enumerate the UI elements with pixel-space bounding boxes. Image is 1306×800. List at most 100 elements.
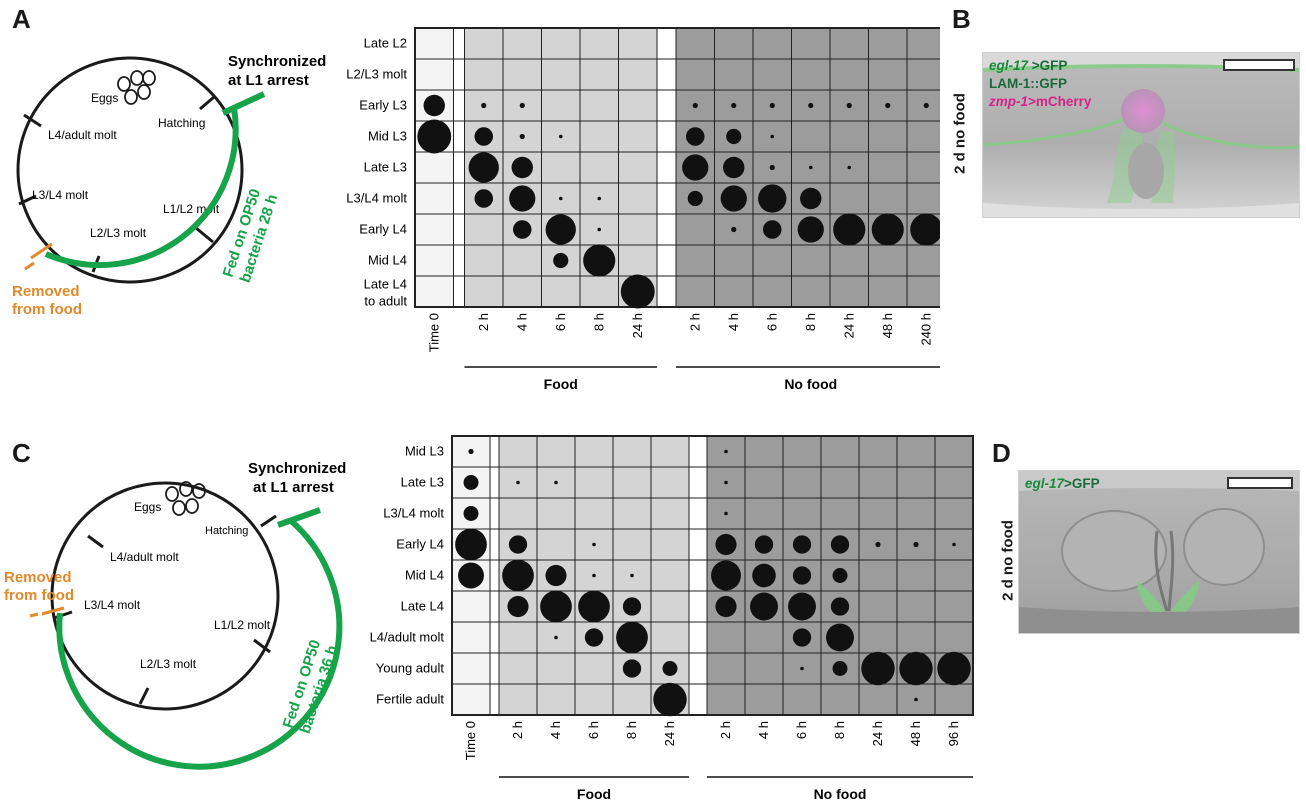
data-dot [797, 216, 824, 243]
data-dot [592, 542, 596, 547]
data-dot [923, 102, 929, 109]
row-label: Mid L3 [368, 129, 407, 144]
data-dot [724, 511, 728, 516]
data-dot [731, 102, 737, 109]
row-label: Late L2 [364, 36, 407, 51]
data-dot [463, 475, 479, 490]
column-label: 24 h [630, 313, 645, 338]
data-dot [545, 214, 576, 245]
data-dot [914, 697, 918, 702]
data-dot [752, 563, 776, 588]
data-dot [800, 666, 804, 671]
column-label: 2 h [510, 721, 525, 739]
micrograph-b: egl-17 >GFP LAM-1::GFP zmp-1>mCherry [982, 52, 1300, 218]
eggs-label: Eggs [134, 500, 161, 514]
column-divider [490, 436, 499, 715]
eggs-icon [165, 481, 206, 516]
data-dot [808, 102, 814, 109]
region-gap [657, 28, 676, 307]
column-label: 4 h [756, 721, 771, 739]
data-dot [788, 592, 816, 621]
lifecycle-circle [16, 56, 244, 284]
hatching-label: Hatching [205, 525, 248, 537]
data-dot [417, 119, 452, 154]
row-label: Late L4 [364, 277, 407, 292]
data-dot [758, 184, 787, 213]
no-food-region-bg [676, 28, 940, 307]
data-dot [792, 628, 812, 647]
data-dot [512, 220, 532, 239]
data-dot [423, 94, 445, 117]
data-dot [885, 102, 891, 109]
data-dot [687, 190, 703, 207]
row-label: Early L4 [396, 537, 444, 552]
data-dot [597, 196, 602, 201]
lam1-label: LAM-1::GFP [989, 76, 1067, 91]
grid-border [414, 27, 940, 308]
l2-l3-molt-label: L2/L3 molt [140, 657, 197, 671]
data-dot [913, 541, 919, 548]
data-dot [540, 590, 572, 623]
data-dot [724, 480, 728, 485]
grid-border [451, 435, 974, 716]
no-food-group-label: No food [784, 376, 837, 392]
eggs-icon [117, 70, 156, 105]
data-dot [553, 252, 569, 269]
data-dot [508, 535, 528, 554]
column-label: 4 h [548, 721, 563, 739]
data-dot [720, 185, 747, 212]
data-dot [662, 661, 678, 676]
fed-arc [56, 517, 343, 770]
data-dot [826, 623, 854, 652]
column-divider [453, 28, 465, 307]
data-dot [468, 448, 474, 455]
data-dot [731, 226, 737, 233]
data-dot [558, 196, 563, 201]
food-group-label: Food [544, 376, 578, 392]
data-dot [584, 628, 604, 647]
data-dot [800, 187, 822, 210]
side-label-b: 2 d no food [951, 93, 969, 174]
data-dot [847, 165, 852, 170]
data-dot [620, 274, 655, 309]
column-label: 240 h [918, 313, 933, 346]
lifecycle-diagram-a: Eggs Hatching L4/adult molt L3/L4 molt L… [12, 53, 326, 318]
eggs-label: Eggs [91, 91, 118, 105]
data-dot [711, 560, 741, 591]
side-label-d: 2 d no food [999, 520, 1017, 601]
row-label: L2/L3 molt [346, 67, 407, 82]
egl17-gene-label: egl-17 [1025, 476, 1065, 491]
data-dot [692, 102, 698, 109]
column-label: 6 h [794, 721, 809, 739]
column-label: 8 h [832, 721, 847, 739]
row-label: Young adult [376, 661, 445, 676]
panel-letter-b: B [952, 4, 971, 34]
l1-l2-molt-label: L1/L2 molt [214, 618, 271, 632]
data-dot [519, 102, 525, 109]
data-dot [509, 185, 536, 212]
row-label: Early L4 [359, 222, 407, 237]
row-label: Mid L4 [405, 568, 444, 583]
panel-letter-d: D [992, 438, 1011, 468]
data-dot [726, 128, 742, 145]
column-label: 8 h [803, 313, 818, 331]
row-label: Late L3 [401, 475, 444, 490]
column-label: 2 h [718, 721, 733, 739]
row-label: Mid L4 [368, 253, 407, 268]
row-label: Early L3 [359, 98, 407, 113]
column-label: Time 0 [463, 721, 478, 760]
hatching-label: Hatching [158, 116, 205, 130]
egl17-reporter-label: >GFP [1064, 476, 1100, 491]
synchronized-label: Synchronized [248, 460, 346, 477]
column-label: 96 h [946, 721, 961, 746]
l3-l4-molt-label: L3/L4 molt [84, 598, 141, 612]
column-label: 24 h [662, 721, 677, 746]
data-dot [545, 564, 567, 587]
column-label: 2 h [476, 313, 491, 331]
row-label: Mid L3 [405, 444, 444, 459]
data-dot [685, 127, 705, 146]
column-label: 4 h [726, 313, 741, 331]
column-label: 6 h [764, 313, 779, 331]
egl17-gene-label: egl-17 [989, 58, 1029, 73]
data-dot [769, 102, 775, 109]
